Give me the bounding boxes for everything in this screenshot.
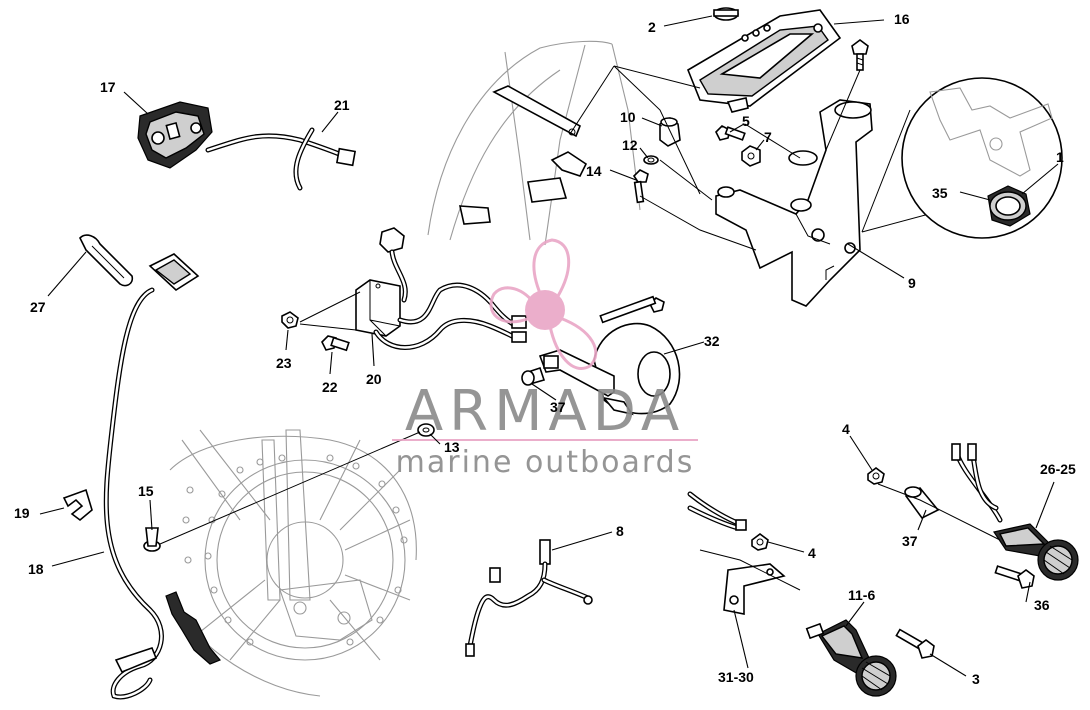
washer-12 bbox=[643, 155, 659, 165]
wiring-harness bbox=[103, 253, 200, 700]
callout-26-25: 26-25 bbox=[1040, 461, 1076, 477]
callout-14: 14 bbox=[586, 163, 602, 179]
cable-clip bbox=[62, 488, 93, 522]
mounting-screw-top bbox=[851, 39, 869, 71]
instrument-panel bbox=[687, 9, 842, 113]
callout-31-30: 31-30 bbox=[718, 669, 754, 685]
wire-harness-8 bbox=[465, 539, 593, 657]
screw-36 bbox=[994, 565, 1035, 589]
callout-15: 15 bbox=[138, 483, 154, 499]
callout-37-rear: 37 bbox=[902, 533, 918, 549]
screw-14 bbox=[632, 169, 649, 204]
cable-strap bbox=[79, 234, 134, 287]
headlight-bracket bbox=[715, 99, 873, 307]
turn-signal-bracket bbox=[699, 549, 801, 615]
leader-lines bbox=[39, 15, 1059, 677]
callout-35: 35 bbox=[932, 185, 948, 201]
washer-13 bbox=[159, 423, 435, 545]
watermark-brand: ARMADA bbox=[405, 379, 685, 444]
callout-8: 8 bbox=[616, 523, 624, 539]
nut-7 bbox=[741, 145, 761, 167]
watermark-tagline: marine outboards bbox=[396, 445, 695, 480]
callout-36: 36 bbox=[1034, 597, 1050, 613]
front-wheel bbox=[165, 429, 417, 697]
callout-20: 20 bbox=[366, 371, 382, 387]
callout-4-front: 4 bbox=[808, 545, 816, 561]
callout-21: 21 bbox=[334, 97, 350, 113]
front-fairing bbox=[427, 40, 641, 246]
horn bbox=[521, 295, 681, 416]
callout-16: 16 bbox=[894, 11, 910, 27]
watermark-logo: ARMADA marine outboards bbox=[392, 238, 698, 480]
rubber-cap-side bbox=[713, 9, 739, 17]
callout-32: 32 bbox=[704, 333, 720, 349]
rivet bbox=[143, 527, 161, 552]
nut-23 bbox=[281, 311, 299, 329]
flasher-relay bbox=[299, 227, 527, 350]
callout-18: 18 bbox=[28, 561, 44, 577]
brake-disc-holes bbox=[182, 454, 408, 646]
callout-27: 27 bbox=[30, 299, 46, 315]
assembly-lines bbox=[569, 65, 861, 251]
callout-19: 19 bbox=[14, 505, 30, 521]
screw-5 bbox=[715, 125, 746, 141]
rear-turn-signal-right bbox=[951, 443, 1079, 581]
handlebar-switch bbox=[137, 101, 357, 191]
callout-12: 12 bbox=[622, 137, 638, 153]
rubber-nut-4a bbox=[867, 467, 885, 485]
callout-22: 22 bbox=[322, 379, 338, 395]
spacer-37b bbox=[904, 486, 940, 520]
screw-3 bbox=[895, 628, 935, 659]
front-turn-signal bbox=[805, 619, 897, 697]
callout-3: 3 bbox=[972, 671, 980, 687]
callout-1: 1 bbox=[1056, 149, 1064, 165]
detail-circle bbox=[861, 77, 1063, 239]
callout-23: 23 bbox=[276, 355, 292, 371]
callout-17: 17 bbox=[100, 79, 116, 95]
front-turn-signal-wires bbox=[687, 491, 747, 531]
screw-22 bbox=[321, 335, 350, 352]
callout-11-6: 11-6 bbox=[848, 587, 875, 603]
callout-7: 7 bbox=[764, 129, 772, 145]
rubber-nut-4b bbox=[751, 533, 769, 551]
callout-labels: 2 16 17 21 10 5 7 12 14 1 35 9 27 23 22 … bbox=[14, 11, 1076, 687]
assembly-line-right bbox=[877, 483, 1001, 541]
callout-10: 10 bbox=[620, 109, 636, 125]
callout-5: 5 bbox=[742, 113, 750, 129]
callout-9: 9 bbox=[908, 275, 916, 291]
callout-37-horn: 37 bbox=[550, 399, 566, 415]
callout-13: 13 bbox=[444, 439, 460, 455]
callout-2: 2 bbox=[648, 19, 656, 35]
callout-4-rear: 4 bbox=[842, 421, 850, 437]
propeller-icon bbox=[489, 238, 598, 370]
horn-bolt bbox=[599, 295, 665, 324]
